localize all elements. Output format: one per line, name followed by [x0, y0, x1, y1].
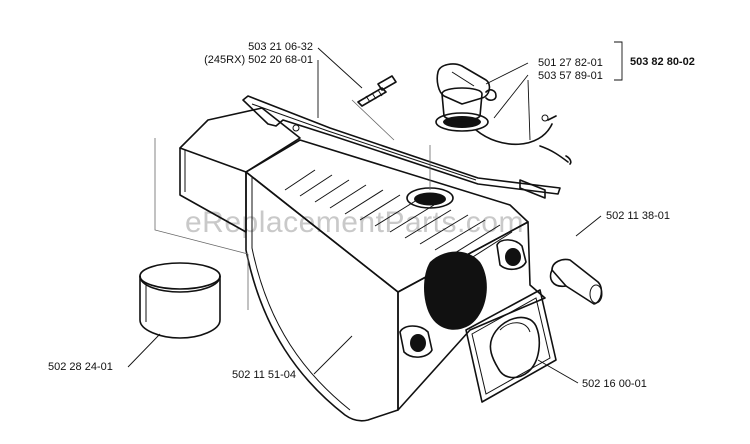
plug-part — [549, 258, 603, 305]
watermark-text: eReplacementParts.com — [185, 206, 524, 239]
ring-part — [139, 262, 221, 339]
label-gasket: 503 57 89-01 — [538, 70, 603, 82]
cover-plate — [465, 289, 557, 403]
vent-hose — [475, 114, 572, 165]
label-screw: 503 21 06-32 — [248, 41, 313, 53]
assembly-guide-lines — [154, 99, 431, 310]
label-tank: 502 11 51-04 — [232, 369, 296, 381]
bracket-strap — [242, 95, 561, 199]
label-cover-plate: 502 16 00-01 — [582, 378, 647, 390]
fuel-cap — [435, 63, 497, 132]
fuel-tank — [245, 139, 546, 422]
label-ring: 502 28 24-01 — [48, 361, 113, 373]
label-cap-assembly: 503 82 80-02 — [630, 56, 695, 68]
label-screw-alt: (245RX) 502 20 68-01 — [204, 54, 313, 66]
label-cap: 501 27 82-01 — [538, 57, 603, 69]
label-plug: 502 11 38-01 — [606, 210, 670, 222]
screw-part — [357, 75, 397, 107]
leader-lines — [127, 41, 623, 384]
